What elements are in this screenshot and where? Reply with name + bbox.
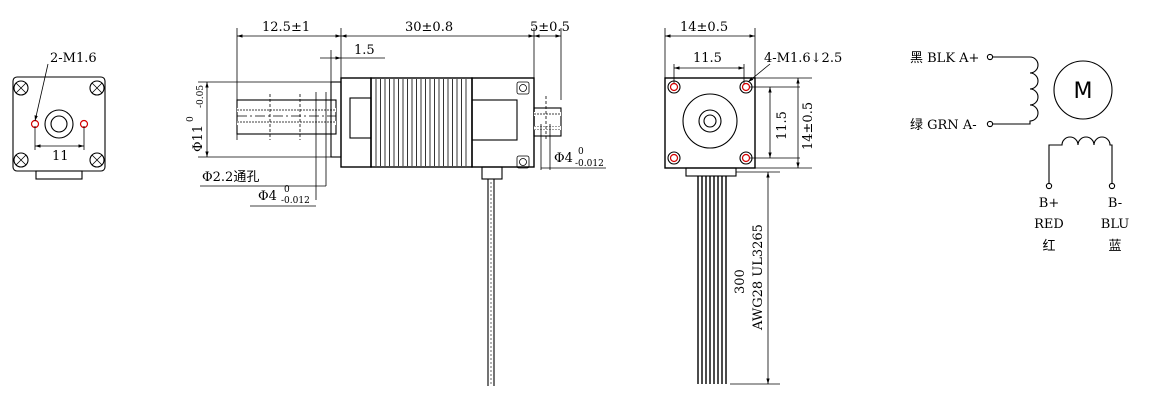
motor-symbol xyxy=(1053,60,1113,120)
front-view-shaft-inner xyxy=(703,114,717,128)
left-view-boss xyxy=(44,109,74,139)
dim-front-height: 14±0.5 xyxy=(801,102,816,150)
terminal-b-minus xyxy=(1108,182,1116,190)
lead-wires xyxy=(697,176,727,384)
wiring-diagram: 黑 BLK A+ 绿 GRN A- M B+ RED 红 B- BLU 蓝 xyxy=(910,51,1129,254)
corner-screws xyxy=(13,80,105,168)
wire-b-plus-label: B+ xyxy=(1039,196,1059,211)
dim-rear-tol-lower: -0.012 xyxy=(575,159,604,169)
motor-symbol-label: M xyxy=(1074,79,1093,104)
left-end-view: 11 2-M1.6 xyxy=(12,51,106,180)
left-view-hole-spacing: 11 xyxy=(52,149,69,164)
dim-shaft-dia: Φ4 xyxy=(258,189,277,204)
wire-b-plus-color: RED xyxy=(1034,217,1064,232)
dim-shaft-length: 12.5±1 xyxy=(262,20,310,35)
dim-boss-tol-lower: -0.05 xyxy=(196,85,206,108)
wire-b-plus-cn: 红 xyxy=(1042,238,1055,254)
dim-shaft-tol-lower: -0.012 xyxy=(281,196,310,206)
lead-exit xyxy=(481,166,503,180)
dim-bore: Φ2.2通孔 xyxy=(202,170,259,185)
dim-body-length: 30±0.8 xyxy=(405,20,453,35)
coil-b xyxy=(1048,136,1113,184)
terminal-b-plus xyxy=(1045,182,1053,190)
dim-shaft-tol-upper: 0 xyxy=(284,185,290,195)
side-view: 12.5±1 30±0.8 5±0.5 1.5 Φ11 0 -0.05 xyxy=(186,20,606,386)
dim-front-hole-x: 11.5 xyxy=(693,51,722,66)
wire-a-plus-label: 黑 BLK A+ xyxy=(910,51,979,66)
lead-spec: AWG28 UL3265 xyxy=(751,224,766,331)
terminal-a-plus xyxy=(986,53,994,61)
terminal-a-minus xyxy=(986,120,994,128)
wire-a-minus-label: 绿 GRN A- xyxy=(910,118,977,133)
lead-length: 300 xyxy=(733,269,748,294)
dim-front-width: 14±0.5 xyxy=(680,20,728,35)
front-view-boss xyxy=(682,93,738,149)
front-view-holes xyxy=(667,80,753,165)
coil-a xyxy=(993,56,1039,125)
dim-front-hole-y: 11.5 xyxy=(775,111,790,140)
left-view-mount-tab xyxy=(35,170,83,180)
motor-front-cap xyxy=(340,77,372,168)
front-view-shaft-outer xyxy=(698,109,722,133)
dim-step: 1.5 xyxy=(354,43,375,58)
body-fins xyxy=(375,79,467,166)
dim-rear-dia: Φ4 xyxy=(554,151,573,166)
dim-rear-tol-upper: 0 xyxy=(578,147,584,157)
wire-b-minus-color: BLU xyxy=(1101,217,1129,232)
dim-boss-tol-upper: 0 xyxy=(186,116,196,122)
dim-rear-shaft: 5±0.5 xyxy=(530,20,570,35)
left-view-hole-callout: 2-M1.6 xyxy=(50,51,97,66)
dim-boss-dia: Φ11 xyxy=(191,125,206,152)
front-lead-exit xyxy=(685,167,737,177)
front-view: 14±0.5 11.5 4-M1.6↓2.5 11.5 14±0.5 xyxy=(664,20,842,385)
rear-shaft xyxy=(533,107,562,137)
wire-b-minus-label: B- xyxy=(1108,196,1122,211)
wire-b-minus-cn: 蓝 xyxy=(1108,239,1121,254)
left-view-shaft xyxy=(50,115,68,133)
front-hole-callout: 4-M1.6↓2.5 xyxy=(764,51,842,66)
front-shaft xyxy=(236,99,337,135)
